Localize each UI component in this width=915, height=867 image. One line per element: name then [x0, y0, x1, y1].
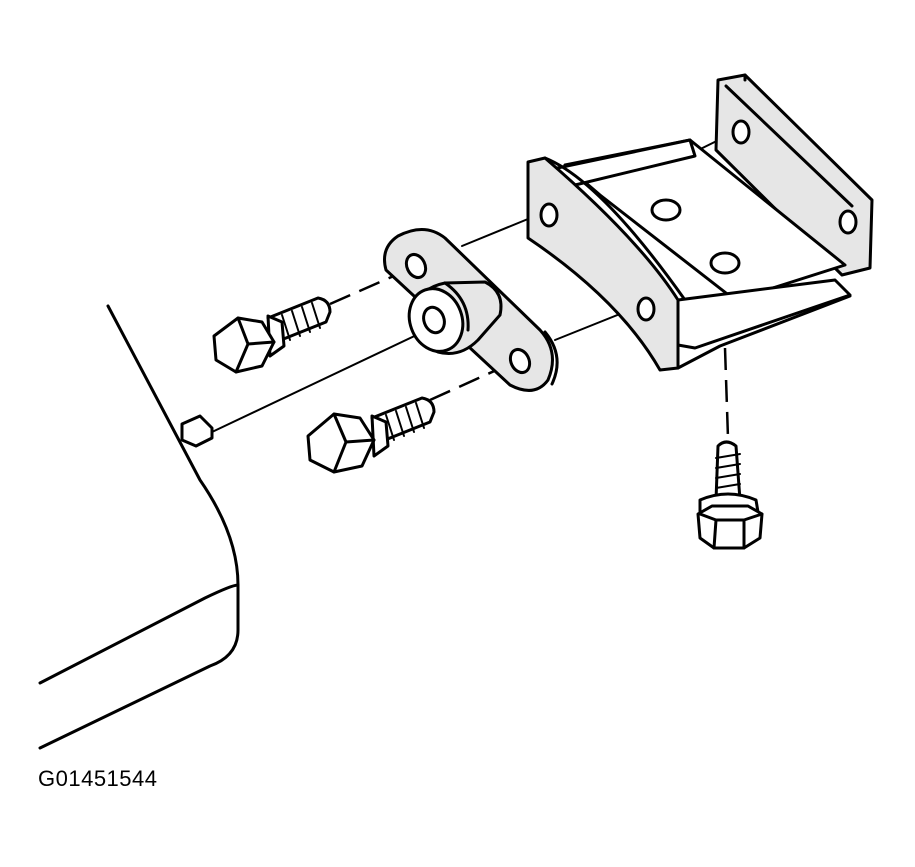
bushing: [407, 280, 503, 355]
bolt-vertical: [696, 440, 764, 550]
bolt-lower: [306, 396, 436, 474]
bracket: [526, 73, 874, 372]
body-panel: [38, 304, 240, 750]
figure-id-label: G01451544: [38, 766, 158, 791]
bolt-upper: [212, 296, 332, 374]
